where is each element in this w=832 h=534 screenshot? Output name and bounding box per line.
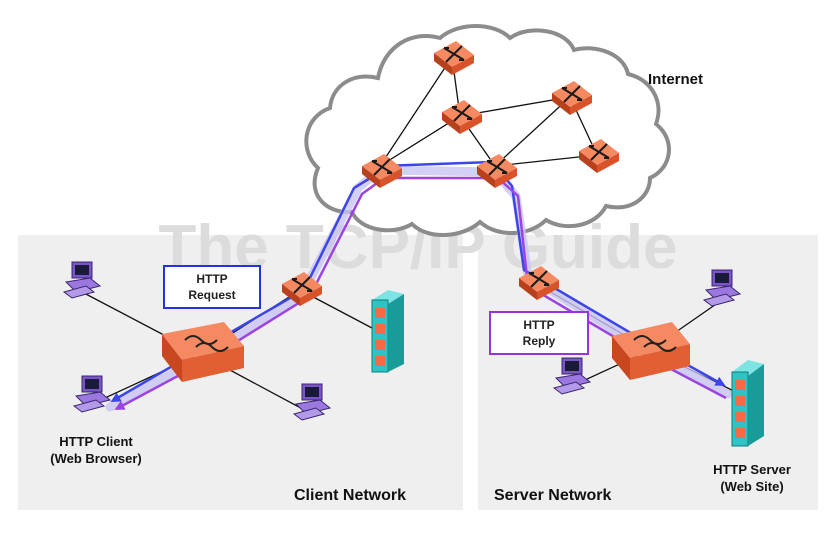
computer-icon	[62, 261, 102, 299]
cloud-icon	[304, 24, 671, 238]
client-network-label: Client Network	[294, 487, 406, 504]
http-server-label: HTTP Server	[713, 462, 791, 477]
router-icon	[477, 154, 517, 188]
http-request-callout: HTTP Request	[163, 265, 261, 309]
routers	[282, 41, 619, 306]
computer-icon	[702, 269, 742, 307]
http-reply-callout: HTTP Reply	[489, 311, 589, 355]
reply-label-line1: HTTP	[523, 318, 554, 332]
computer-icon	[72, 375, 112, 413]
request-label-line2: Request	[188, 288, 235, 302]
server-switch-icon	[612, 322, 690, 380]
web-site-server-icon	[731, 360, 764, 447]
router-icon	[579, 139, 619, 173]
server-network-label: Server Network	[494, 487, 611, 504]
internet-label: Internet	[648, 71, 703, 88]
router-icon	[552, 81, 592, 115]
router-icon	[519, 266, 559, 300]
http-client-label: HTTP Client	[59, 434, 133, 449]
client-switch-icon	[162, 322, 244, 382]
computer-icon	[552, 357, 592, 395]
http-client-sublabel: (Web Browser)	[50, 451, 142, 466]
http-server-sublabel: (Web Site)	[720, 479, 783, 494]
client-side-server-icon	[371, 290, 404, 373]
router-icon	[442, 100, 482, 134]
router-icon	[282, 272, 322, 306]
computers	[62, 261, 742, 421]
reply-label-line2: Reply	[523, 334, 556, 348]
request-label-line1: HTTP	[196, 272, 227, 286]
router-icon	[362, 154, 402, 188]
computer-icon	[292, 383, 332, 421]
router-icon	[434, 41, 474, 75]
